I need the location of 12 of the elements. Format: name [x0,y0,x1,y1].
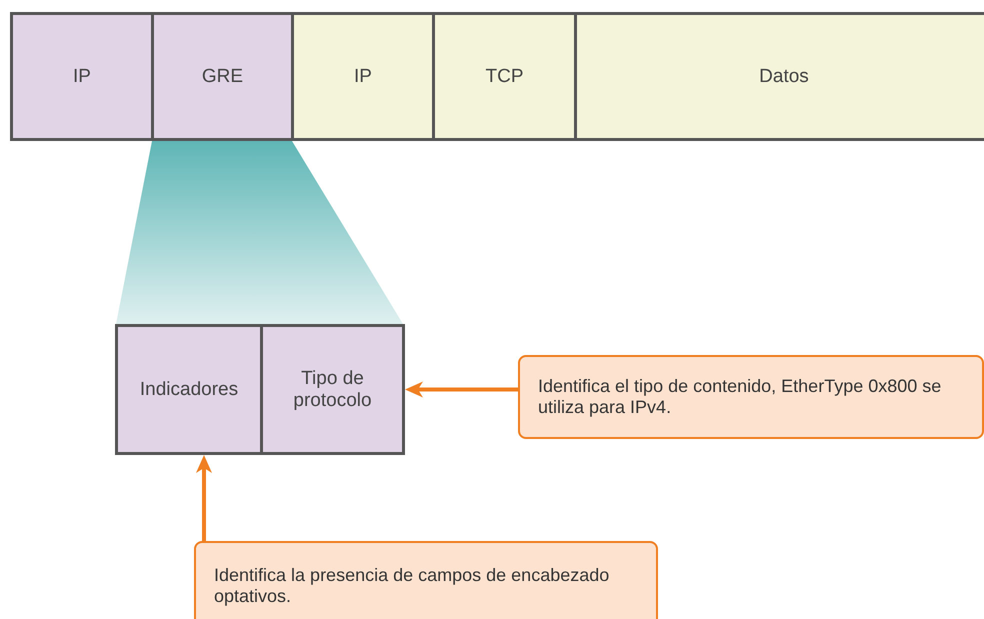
header-field: Indicadores [115,324,263,455]
header-field: IP [10,12,154,141]
header-field: Tipo de protocolo [260,324,405,455]
header-field: IP [291,12,435,141]
callout-box: Identifica el tipo de contenido, EtherType 0x800 se utiliza para IPv4. [518,355,984,439]
arrow [196,455,212,541]
header-field: TCP [432,12,577,141]
header-field: GRE [151,12,294,141]
zoom-wedge [116,141,403,324]
arrow [405,382,518,398]
callout-box: Identifica la presencia de campos de encabezado optativos. [194,541,658,619]
header-field: Datos [574,12,984,141]
